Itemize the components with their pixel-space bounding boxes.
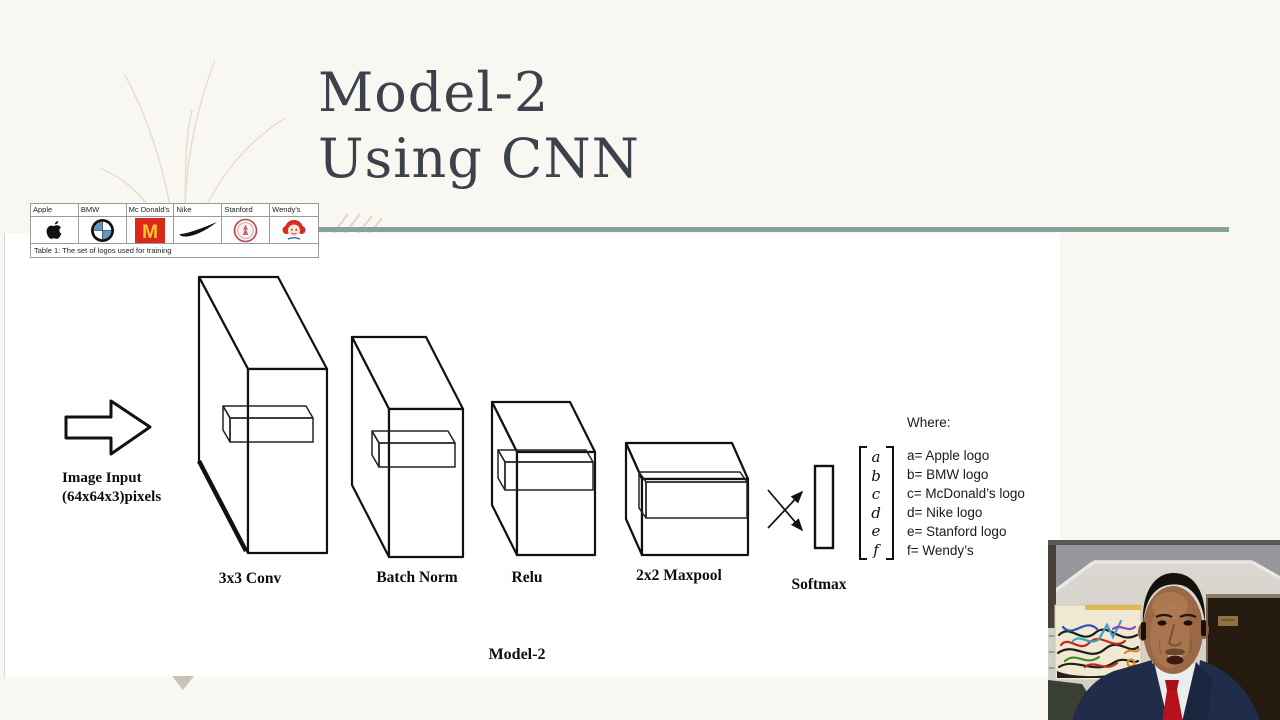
table-caption: Table 1: The set of logos used for train… — [34, 246, 172, 255]
table-header-apple: Apple — [31, 204, 79, 217]
input-arrow-icon — [64, 399, 152, 456]
logo-table: Apple BMW Mc Donald's Nike Stanford Wend… — [30, 203, 319, 258]
slide-title: Model-2 Using CNN — [318, 61, 640, 190]
table-header-bmw: BMW — [78, 204, 127, 217]
nike-logo-icon — [179, 222, 217, 237]
table-header-nike: Nike — [174, 204, 223, 217]
table-cell — [270, 217, 318, 244]
table-cell — [78, 217, 127, 244]
maxpool-box — [624, 441, 750, 557]
legend-item: a= Apple logo — [907, 448, 990, 463]
stanford-logo-icon — [233, 218, 258, 242]
cross-arrows-icon — [767, 489, 804, 532]
table-cell — [222, 217, 271, 244]
figure-caption: Model-2 — [488, 646, 546, 663]
vector-letter: c — [871, 485, 881, 504]
conv-filter — [222, 405, 314, 443]
svg-text:M: M — [142, 222, 158, 243]
cnn-architecture-figure — [64, 275, 894, 560]
relu-filter — [497, 449, 594, 491]
vector-letter: d — [871, 503, 881, 522]
relu-box — [490, 400, 597, 557]
layer-label-relu: Relu — [511, 569, 543, 586]
vector-letter: a — [871, 448, 881, 466]
apple-logo-icon — [46, 220, 62, 239]
wall-shadow — [1048, 545, 1056, 635]
bmw-logo-icon — [90, 218, 114, 242]
legend-item: f= Wendy’s — [907, 543, 974, 558]
table-header-wendys: Wendy's — [270, 204, 318, 217]
wendys-logo-icon — [282, 220, 306, 240]
batchnorm-box — [350, 335, 465, 559]
legend-title: Where: — [907, 415, 951, 430]
softmax-bar — [813, 464, 835, 550]
table-header-stanford: Stanford — [222, 204, 271, 217]
layer-label-batchnorm: Batch Norm — [376, 569, 458, 586]
output-vector-brackets — [859, 446, 894, 560]
batchnorm-filter — [371, 430, 456, 468]
legend-item: d= Nike logo — [907, 505, 983, 520]
layer-label-softmax: Softmax — [791, 576, 847, 593]
divider-rule — [312, 227, 1229, 232]
legend-item: e= Stanford logo — [907, 524, 1007, 539]
presenter — [1072, 572, 1260, 720]
output-vector: a b c d e f — [867, 448, 885, 560]
table-cell: M — [126, 217, 175, 244]
webcam-scene — [1048, 540, 1280, 720]
legend-item: c= McDonald’s logo — [907, 486, 1025, 501]
vector-letter: e — [871, 522, 881, 541]
maxpool-filter — [638, 471, 748, 519]
vector-letter: f — [873, 540, 879, 559]
mcdonalds-logo-icon: M — [135, 217, 166, 243]
legend: Where: a= Apple logo b= BMW logo c= McDo… — [907, 413, 1025, 560]
table-cell — [31, 217, 79, 244]
layer-label-maxpool: 2x2 Maxpool — [636, 567, 722, 584]
webcam-overlay — [1048, 540, 1280, 720]
layer-label-conv: 3x3 Conv — [218, 570, 282, 587]
input-label: Image Input (64x64x3)pixels — [62, 470, 162, 505]
vector-letter: b — [871, 466, 881, 485]
conv-box — [197, 275, 329, 555]
table-header-mcdonalds: Mc Donald's — [126, 204, 175, 217]
legend-item: b= BMW logo — [907, 467, 989, 482]
table-cell — [174, 217, 223, 244]
